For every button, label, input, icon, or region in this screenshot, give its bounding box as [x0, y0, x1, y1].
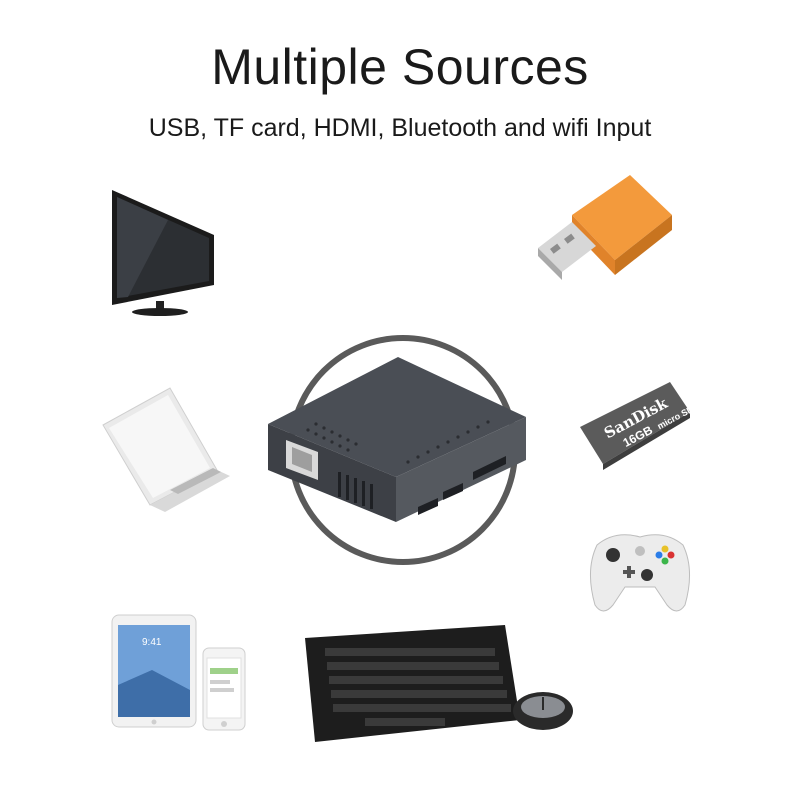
game-controller-image: [585, 525, 695, 620]
phone-image: [202, 647, 246, 731]
mouse-image: [512, 688, 574, 733]
tablet-clock: 9:41: [142, 637, 162, 648]
usb-drive-image: [530, 160, 680, 295]
sd-card-image: SanDisk 16GB micro SD: [575, 372, 696, 472]
laptop-image: [95, 380, 235, 515]
tablet-image: 9:41: [111, 614, 197, 728]
tv-monitor-image: [108, 185, 218, 320]
page-title: Multiple Sources: [211, 39, 589, 95]
keyboard-image: [305, 620, 525, 745]
mini-projector-image: [268, 352, 548, 532]
page-subtitle: USB, TF card, HDMI, Bluetooth and wifi I…: [148, 114, 652, 142]
